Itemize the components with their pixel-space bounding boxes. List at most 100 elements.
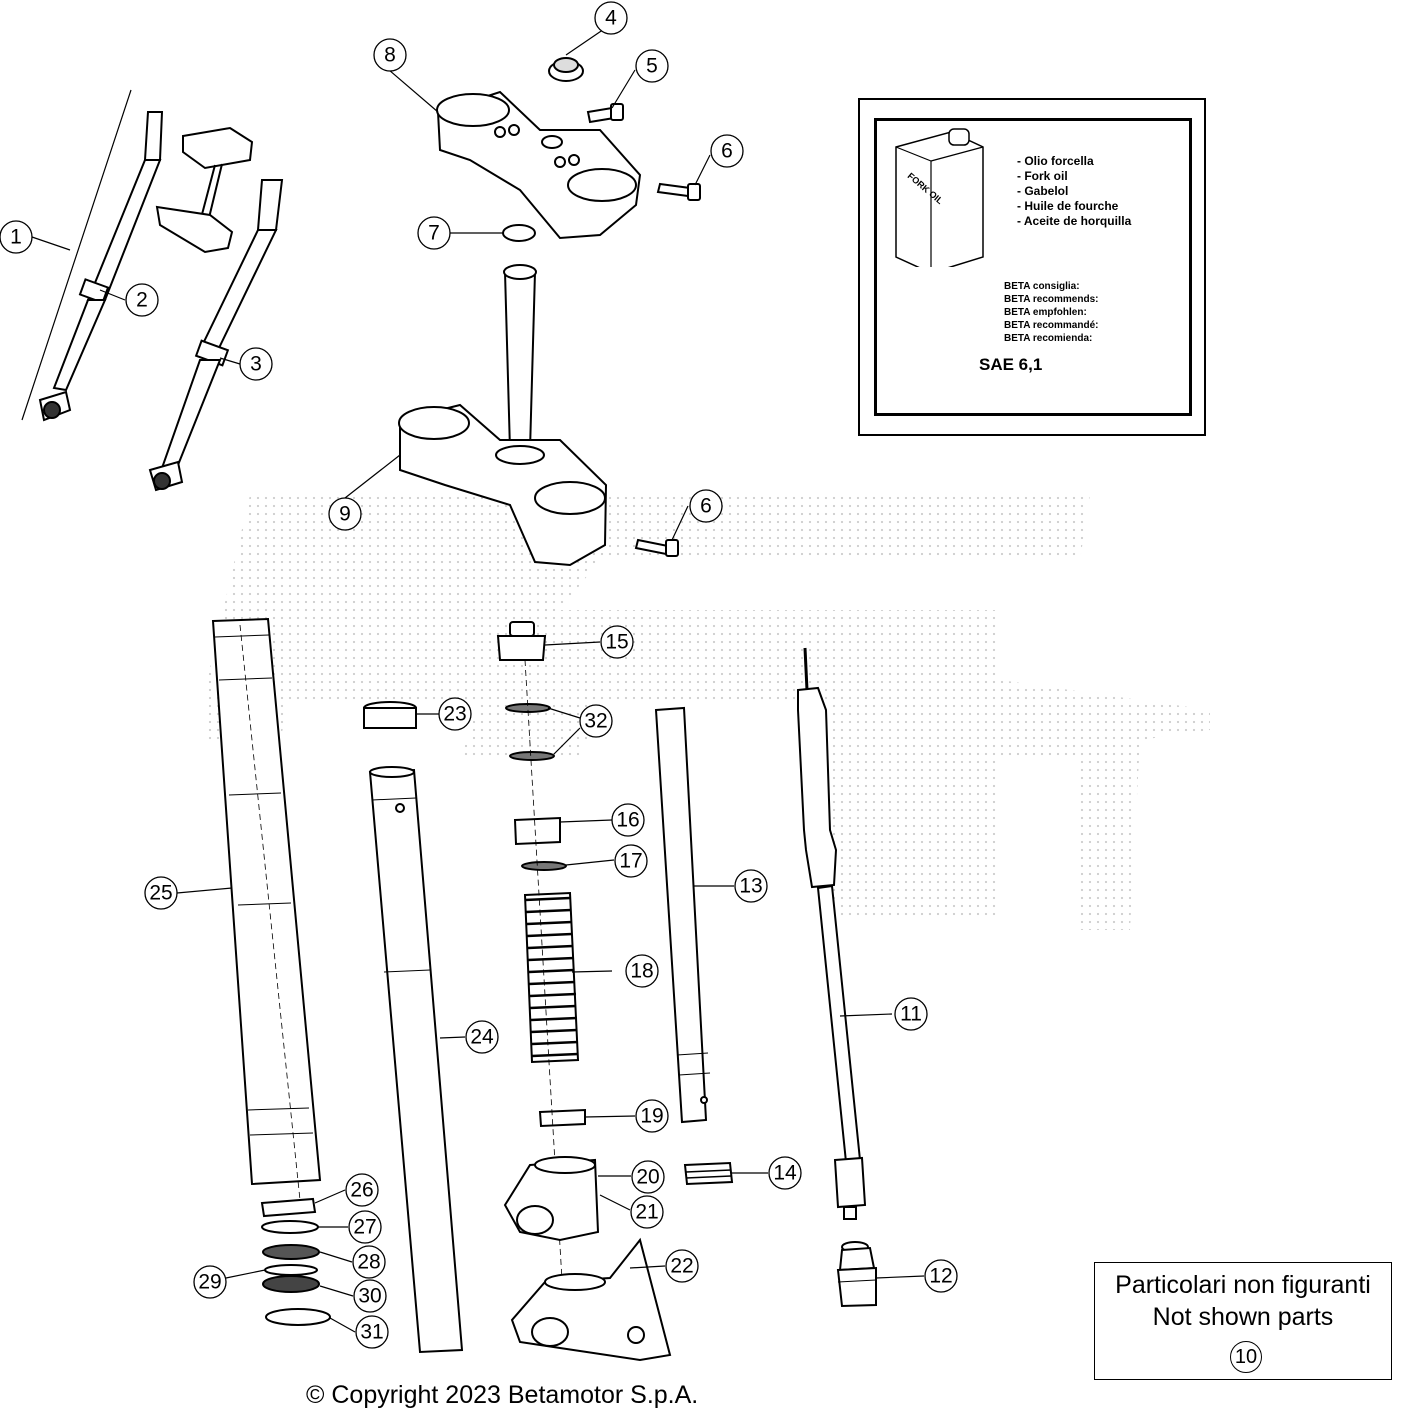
callout-bubble: 6 [689, 489, 723, 523]
callout-number: 6 [721, 140, 733, 163]
callout-number: 14 [773, 1162, 797, 1185]
recommend-es: BETA recomienda: [1004, 333, 1093, 344]
oil-name-it: - Olio forcella [1017, 154, 1094, 168]
callout-bubble: 1 [0, 220, 33, 254]
callout-number: 28 [357, 1251, 380, 1274]
callout-number: 1 [10, 226, 22, 249]
callout-bubble: 15 [600, 625, 634, 659]
callout-bubble: 3 [239, 347, 273, 381]
part-fork-leg-right [148, 126, 284, 492]
oil-name-fr: - Huile de fourche [1017, 199, 1119, 213]
callout-number: 5 [646, 55, 658, 78]
part-bump-rubber [683, 1161, 734, 1186]
callout-number: 19 [640, 1105, 663, 1128]
oil-grade: SAE 6,1 [979, 355, 1043, 374]
not-shown-part-number: 10 [1230, 1341, 1262, 1373]
callout-number: 2 [136, 289, 148, 312]
callout-bubble: 31 [355, 1315, 389, 1349]
recommend-en: BETA recommends: [1004, 294, 1099, 305]
callout-number: 8 [384, 44, 396, 67]
callout-bubble: 7 [417, 216, 451, 250]
callout-number: 7 [428, 222, 440, 245]
callout-number: 16 [616, 809, 639, 832]
not-shown-line-en: Not shown parts [1152, 1303, 1334, 1331]
callout-number: 20 [636, 1166, 659, 1189]
callout-bubble: 8 [373, 38, 407, 72]
callout-number: 25 [149, 882, 172, 905]
part-damper-tube [654, 706, 711, 1124]
fork-oil-info-inner: FORK OIL - Olio forcella - Fork oil - Ga… [874, 118, 1192, 416]
callouts: 1 2 3 4 5 6 7 8 9 6 15 23 32 16 17 13 25… [0, 1, 958, 1349]
callout-bubble: 25 [144, 876, 178, 910]
callout-bubble: 12 [924, 1259, 958, 1293]
callout-number: 29 [198, 1271, 221, 1294]
callout-number: 22 [670, 1255, 693, 1278]
part-seals [260, 1197, 331, 1326]
callout-number: 12 [929, 1265, 952, 1288]
callout-number: 24 [470, 1026, 494, 1049]
oil-can-icon: FORK OIL [895, 128, 984, 267]
callout-bubble: 20 [631, 1160, 665, 1194]
part-inner-tube [363, 701, 464, 1354]
callout-bubble: 19 [635, 1099, 669, 1133]
callout-bubble: 17 [614, 844, 648, 878]
copyright-notice: © Copyright 2023 Betamotor S.p.A. [306, 1381, 699, 1409]
part-spring-stack [496, 621, 586, 1331]
callout-number: 13 [739, 875, 762, 898]
callout-bubble: 5 [635, 49, 669, 83]
callout-bubble: 23 [438, 697, 472, 731]
callout-number: 26 [350, 1179, 373, 1202]
callout-bubble: 24 [465, 1020, 499, 1054]
recommend-fr: BETA recommandé: [1004, 320, 1099, 331]
callout-bubble: 2 [125, 283, 159, 317]
callout-bubble: 13 [734, 869, 768, 903]
callout-number: 4 [605, 7, 617, 30]
callout-number: 9 [339, 503, 351, 526]
callout-bubble: 27 [348, 1210, 382, 1244]
fork-oil-info-box: FORK OIL - Olio forcella - Fork oil - Ga… [858, 98, 1206, 436]
callout-number: 6 [700, 495, 712, 518]
part-cartridge [797, 647, 867, 1220]
not-shown-parts-box: Particolari non figuranti Not shown part… [1094, 1262, 1392, 1380]
callout-bubble: 11 [894, 997, 928, 1031]
callout-number: 23 [443, 703, 466, 726]
callout-number: 17 [619, 850, 642, 873]
not-shown-line-it: Particolari non figuranti [1115, 1271, 1371, 1299]
oil-name-es: - Aceite de horquilla [1017, 214, 1132, 228]
callout-number: 15 [605, 631, 628, 654]
part-base-valve [836, 1241, 877, 1308]
callout-number: 21 [635, 1201, 658, 1224]
callout-number: 31 [360, 1321, 383, 1344]
callout-number: 3 [250, 353, 262, 376]
oil-name-list: - Olio forcella - Fork oil - Gabelol - H… [1017, 154, 1131, 229]
recommend-list: BETA consiglia: BETA recommends: BETA em… [1004, 280, 1098, 345]
callout-bubble: 26 [345, 1173, 379, 1207]
callout-bubble: 21 [630, 1195, 664, 1229]
callout-bubble: 22 [665, 1249, 699, 1283]
part-axle-clamps [503, 1156, 672, 1362]
callout-number: 11 [900, 1003, 922, 1026]
part-outer-tube [211, 617, 322, 1201]
part-o-ring [502, 224, 536, 242]
part-upper-triple-clamp [436, 90, 642, 240]
callout-bubble: 9 [328, 497, 362, 531]
recommend-it: BETA consiglia: [1004, 281, 1080, 292]
callout-number: 18 [630, 960, 653, 983]
part-bolts [586, 103, 701, 557]
callout-bubble: 16 [611, 803, 645, 837]
callout-bubble: 29 [193, 1265, 227, 1299]
watermark-dots [205, 495, 1210, 930]
part-fork-leg-left [21, 89, 164, 422]
callout-bubble: 28 [352, 1245, 386, 1279]
callout-bubble: 32 [579, 704, 613, 738]
oil-name-en: - Fork oil [1017, 169, 1068, 183]
callout-bubble: 6 [710, 134, 744, 168]
part-nut [548, 24, 611, 82]
part-steering-stem [398, 264, 608, 567]
callout-bubble: 30 [353, 1279, 387, 1313]
callout-bubble: 18 [625, 954, 659, 988]
recommend-de: BETA empfohlen: [1004, 307, 1087, 318]
callout-number: 27 [353, 1216, 376, 1239]
callout-number: 32 [584, 710, 607, 733]
